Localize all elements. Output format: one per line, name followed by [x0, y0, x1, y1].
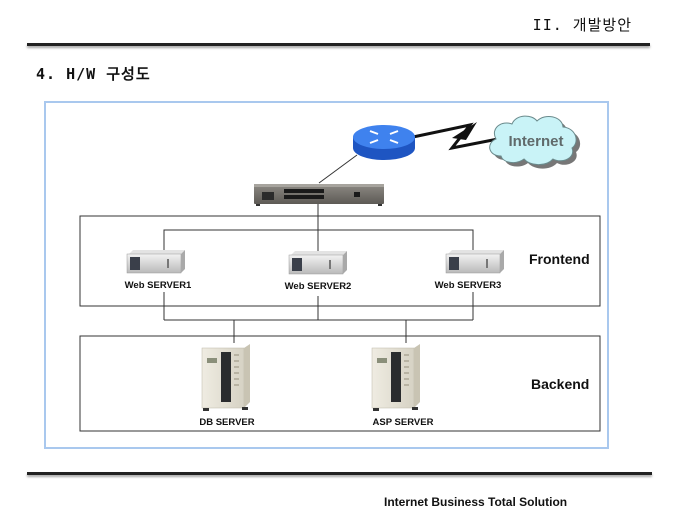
- frontend-servers: Web SERVER1 Web SERVER2 Web SERVER3: [125, 250, 504, 292]
- backend-zone: [79, 335, 601, 432]
- backend-servers: DB SERVER ASP SERVER: [199, 344, 434, 428]
- bottom-divider: [27, 472, 652, 475]
- internet-cloud-icon: Internet: [489, 115, 581, 169]
- backend-zone-label: Backend: [531, 376, 589, 392]
- router-icon: [353, 125, 415, 160]
- server-label-web1: Web SERVER1: [125, 280, 192, 291]
- server-label-db: DB SERVER: [199, 417, 254, 428]
- page-subtitle: 4. H/W 구성도: [36, 65, 151, 83]
- network-switch-icon: [254, 184, 384, 206]
- wan-lightning-link-icon: [412, 122, 499, 151]
- section-title: II. 개발방안: [532, 16, 632, 34]
- rack-server-icon: [288, 251, 347, 275]
- frontend-zone: [79, 215, 601, 307]
- server-label-web3: Web SERVER3: [435, 280, 502, 291]
- internet-label: Internet: [508, 133, 563, 150]
- tower-server-icon: [201, 344, 250, 411]
- rack-server-icon: [445, 250, 504, 274]
- frontend-zone-label: Frontend: [529, 251, 590, 267]
- server-label-web2: Web SERVER2: [285, 281, 352, 292]
- frontend-bus-top: [163, 229, 474, 250]
- network-links: [163, 154, 474, 343]
- footer-text: Internet Business Total Solution: [384, 495, 568, 509]
- server-label-asp: ASP SERVER: [373, 417, 434, 428]
- diagram-frame: [44, 101, 609, 449]
- rack-server-icon: [126, 250, 185, 274]
- top-divider: [27, 43, 650, 46]
- router-to-switch-link: [318, 154, 358, 184]
- tower-server-icon: [371, 344, 420, 411]
